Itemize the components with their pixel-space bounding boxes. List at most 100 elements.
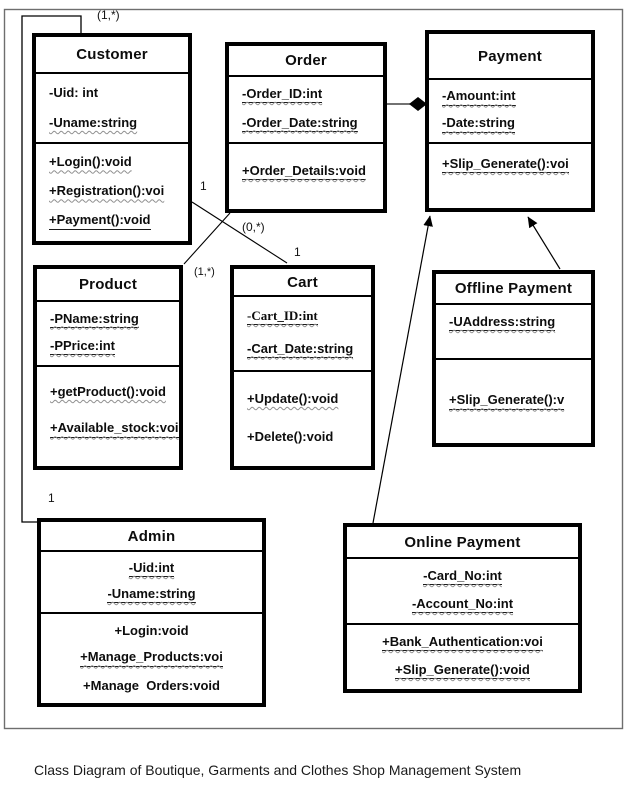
attribute-text: -Cart_ID:int xyxy=(247,308,318,326)
attribute: -UAddress:string xyxy=(440,314,587,332)
attribute: -Order_Date:string xyxy=(233,115,379,132)
class-order: Order -Order_ID:int -Order_Date:string +… xyxy=(225,42,387,213)
class-attributes: -PName:string -PPrice:int xyxy=(37,300,179,365)
method: +Order_Details:void xyxy=(233,163,379,181)
method-text: +Manage_Products:voi xyxy=(80,650,223,667)
attribute-text: -Date:string xyxy=(442,116,515,133)
multiplicity-label: 1 xyxy=(294,245,301,259)
attribute: -Cart_Date:string xyxy=(238,341,367,358)
attribute-text: -PPrice:int xyxy=(50,338,116,356)
attribute-text: -UAddress:string xyxy=(449,314,556,332)
method-text: +Slip_Generate():voi xyxy=(442,156,569,174)
method-text: +Slip_Generate():void xyxy=(395,662,530,680)
class-customer: Customer -Uid: int -Uname:string +Login(… xyxy=(32,33,192,245)
class-title: Admin xyxy=(127,527,176,545)
method-text: +Registration():voi xyxy=(49,183,165,199)
attribute-text: -Uname:string xyxy=(49,114,138,130)
class-product: Product -PName:string -PPrice:int +getPr… xyxy=(33,265,183,470)
class-online-payment: Online Payment -Card_No:int -Account_No:… xyxy=(343,523,582,693)
method: +Slip_Generate():void xyxy=(395,662,530,680)
class-methods: +Login:void +Manage_Products:voi +Manage… xyxy=(41,612,262,703)
method: +Manage_Products:voi xyxy=(80,650,223,667)
attribute: -Date:string xyxy=(433,116,587,133)
attribute: -Card_No:int xyxy=(423,568,502,586)
method-text: +Available_stock:voi xyxy=(50,421,179,438)
method: +Login:void xyxy=(114,623,189,639)
attribute: -Cart_ID:int xyxy=(238,308,367,326)
class-methods: +getProduct():void +Available_stock:voi xyxy=(37,365,179,466)
diagram-caption: Class Diagram of Boutique, Garments and … xyxy=(34,762,522,778)
attribute-text: -Uname:string xyxy=(107,586,196,604)
class-methods: +Bank_Authentication:voi +Slip_Generate(… xyxy=(347,623,578,689)
method: +getProduct():void xyxy=(41,384,175,399)
multiplicity-label: (1,*) xyxy=(97,8,120,22)
method-text: +Manage Orders:void xyxy=(83,677,220,693)
class-title: Cart xyxy=(287,273,318,291)
attribute-text: -Uid:int xyxy=(128,560,175,578)
attribute-text: -Account_No:int xyxy=(411,596,514,614)
method-text: +Delete():void xyxy=(247,429,334,445)
method-text: +Order_Details:void xyxy=(242,163,366,181)
method-text: +Update():void xyxy=(247,391,339,406)
multiplicity-label: 1 xyxy=(48,491,55,505)
attribute-text: -Order_Date:string xyxy=(242,115,358,132)
class-title: Customer xyxy=(76,46,148,63)
class-admin: Admin -Uid:int -Uname:string +Login:void… xyxy=(37,518,266,707)
class-methods: +Update():void +Delete():void xyxy=(234,370,371,466)
class-methods: +Login():void +Registration():voi +Payme… xyxy=(36,142,188,241)
method: +Update():void xyxy=(238,391,367,406)
class-attributes: -Card_No:int -Account_No:int xyxy=(347,557,578,623)
method: +Slip_Generate():voi xyxy=(433,156,587,174)
attribute: -Amount:int xyxy=(433,89,587,106)
class-title: Offline Payment xyxy=(454,280,573,297)
class-title: Payment xyxy=(478,47,542,65)
multiplicity-label: (0,*) xyxy=(242,220,265,234)
method-text: +Login:void xyxy=(114,623,189,639)
method: +Payment():void xyxy=(40,213,184,230)
method: +Registration():voi xyxy=(40,183,184,199)
method-text: +Payment():void xyxy=(49,213,151,230)
attribute-text: -Card_No:int xyxy=(423,568,502,586)
attribute-text: -Cart_Date:string xyxy=(247,341,354,358)
method-text: +getProduct():void xyxy=(50,384,166,399)
attribute-text: -Amount:int xyxy=(442,89,516,106)
attribute: -Order_ID:int xyxy=(233,86,379,104)
method: +Login():void xyxy=(40,154,184,170)
attribute-text: -Uid: int xyxy=(49,84,99,100)
method-text: +Bank_Authentication:voi xyxy=(382,634,543,652)
class-title: Product xyxy=(78,276,138,293)
attribute: -Uname:string xyxy=(40,114,184,130)
method: +Available_stock:voi xyxy=(41,421,179,438)
online-payment-inheritance-arrow xyxy=(372,215,433,524)
attribute-text: -PName:string xyxy=(50,311,139,328)
attribute: -Uid:int xyxy=(128,560,175,578)
attribute: -Uname:string xyxy=(107,586,196,604)
method: +Manage Orders:void xyxy=(83,677,220,693)
class-attributes: -Order_ID:int -Order_Date:string xyxy=(229,75,383,142)
class-offline-payment: Offline Payment -UAddress:string +Slip_G… xyxy=(432,270,595,447)
class-attributes: -Uid: int -Uname:string xyxy=(36,72,188,142)
method: +Bank_Authentication:voi xyxy=(382,634,543,652)
method: +Delete():void xyxy=(238,429,367,445)
attribute: -Uid: int xyxy=(40,84,184,100)
class-methods: +Slip_Generate():v xyxy=(436,358,591,443)
class-title: Order xyxy=(285,52,327,69)
method: +Slip_Generate():v xyxy=(440,393,587,410)
class-methods: +Slip_Generate():voi xyxy=(429,142,591,208)
method-text: +Slip_Generate():v xyxy=(449,393,565,410)
class-payment: Payment -Amount:int -Date:string +Slip_G… xyxy=(425,30,595,212)
class-title: Online Payment xyxy=(404,533,521,551)
class-attributes: -UAddress:string xyxy=(436,303,591,358)
attribute: -PPrice:int xyxy=(41,338,175,356)
class-attributes: -Cart_ID:int -Cart_Date:string xyxy=(234,295,371,370)
multiplicity-label: 1 xyxy=(200,179,207,193)
class-methods: +Order_Details:void xyxy=(229,142,383,209)
method-text: +Login():void xyxy=(49,154,132,170)
class-attributes: -Amount:int -Date:string xyxy=(429,78,591,142)
multiplicity-label: (1,*) xyxy=(194,266,215,278)
class-attributes: -Uid:int -Uname:string xyxy=(41,550,262,612)
offline-payment-inheritance-arrow xyxy=(527,216,561,270)
class-cart: Cart -Cart_ID:int -Cart_Date:string +Upd… xyxy=(230,265,375,470)
attribute-text: -Order_ID:int xyxy=(242,86,323,104)
